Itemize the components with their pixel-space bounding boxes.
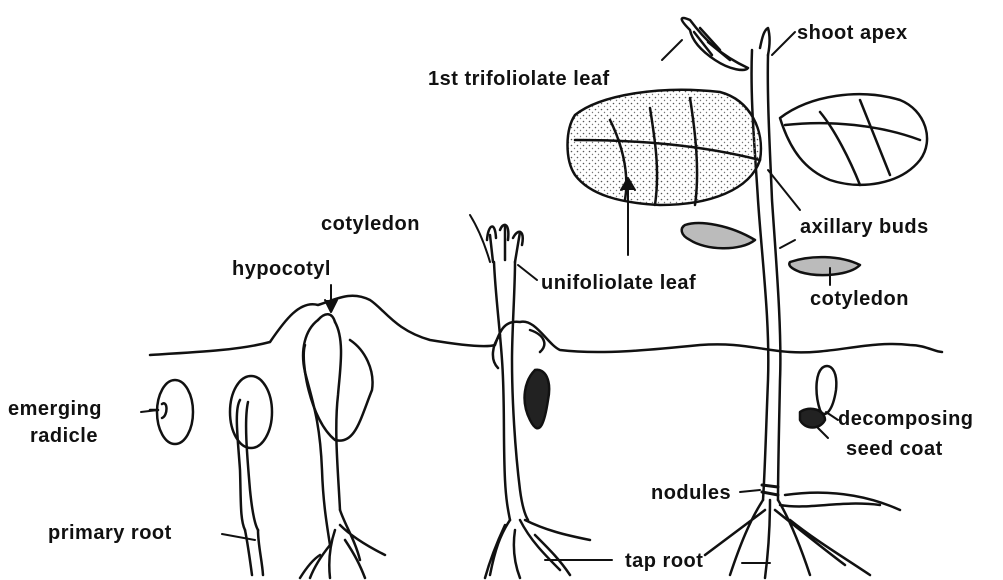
label-cotyledon-right: cotyledon bbox=[810, 288, 909, 310]
seed-stage-3 bbox=[300, 314, 385, 578]
label-nodules: nodules bbox=[651, 482, 731, 504]
label-primary-root: primary root bbox=[48, 522, 172, 544]
label-cotyledon-middle: cotyledon bbox=[321, 213, 420, 235]
label-unifoliolate-leaf: unifoliolate leaf bbox=[541, 272, 696, 294]
label-decomposing: decomposing bbox=[838, 408, 974, 430]
label-tap-root: tap root bbox=[625, 550, 703, 572]
cotyledon-left-mature bbox=[682, 223, 755, 248]
unifoliolate-leaf-left bbox=[568, 90, 761, 205]
label-radicle: radicle bbox=[30, 425, 98, 447]
label-seed-coat: seed coat bbox=[846, 438, 943, 460]
label-first-trifoliolate-leaf: 1st trifoliolate leaf bbox=[428, 68, 610, 90]
seed-stage-1 bbox=[150, 380, 193, 444]
label-hypocotyl: hypocotyl bbox=[232, 258, 331, 280]
label-axillary-buds: axillary buds bbox=[800, 216, 929, 238]
cotyledon-right-mature bbox=[789, 257, 860, 275]
label-emerging: emerging bbox=[8, 398, 102, 420]
seed-stage-2 bbox=[230, 376, 272, 575]
label-shoot-apex: shoot apex bbox=[797, 22, 908, 44]
